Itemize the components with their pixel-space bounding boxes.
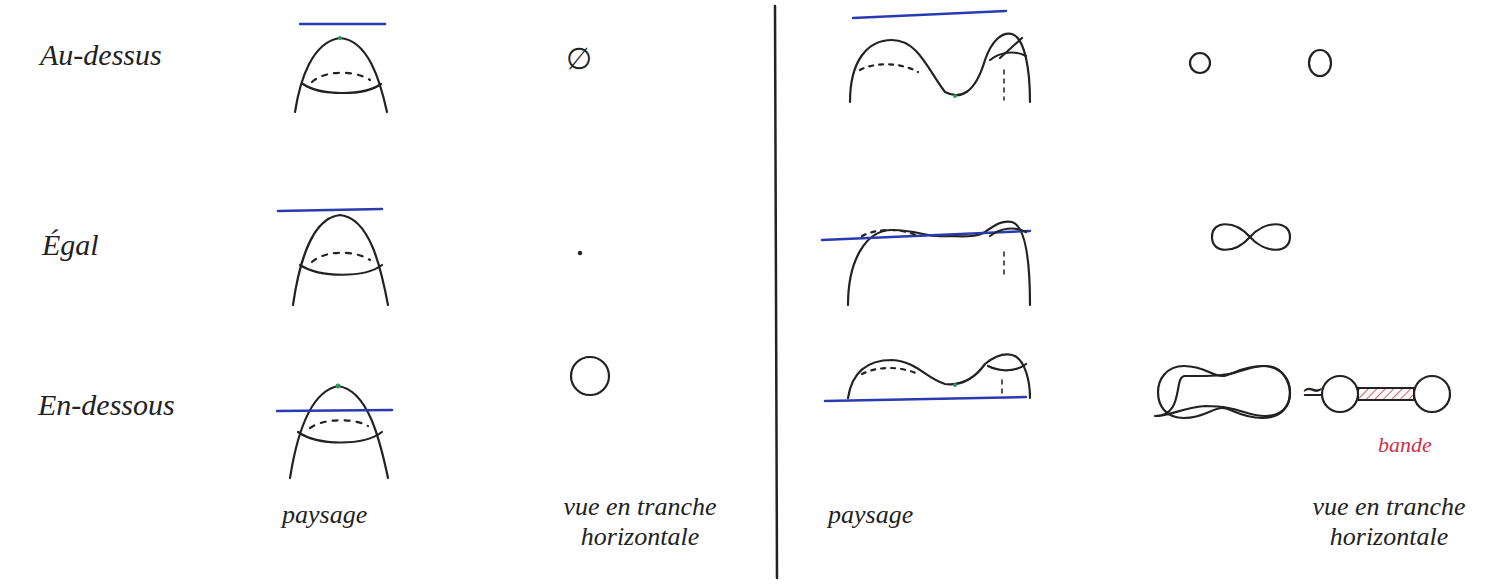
- single-mountain-equal: [278, 209, 388, 305]
- row-label: Égal: [42, 228, 99, 263]
- double-mountain-above: [850, 11, 1030, 102]
- column-label: vue en tranche horizontale: [1289, 492, 1489, 552]
- column-label: paysage: [282, 500, 367, 530]
- circle-slice: [1190, 53, 1210, 73]
- row-label: Au-dessus: [40, 38, 162, 73]
- band-label: bande: [1378, 432, 1432, 457]
- circle-slice: [1309, 50, 1331, 76]
- double-mountain-equal: [822, 222, 1030, 305]
- circles-with-band: [1322, 376, 1450, 412]
- double-mountain-below: [825, 354, 1030, 401]
- empty-set-symbol: ∅: [566, 42, 592, 77]
- figure-eight-slice: [1212, 224, 1290, 250]
- single-mountain-above: [295, 24, 387, 112]
- circle-slice: [571, 357, 609, 395]
- single-mountain-below: [277, 384, 392, 479]
- equivalence-symbol: ≃: [1301, 376, 1324, 408]
- dumbbell-slice: [1158, 366, 1290, 418]
- column-label: paysage: [828, 500, 913, 530]
- row-label: En-dessous: [38, 388, 175, 423]
- column-label: vue en tranche horizontale: [540, 492, 740, 552]
- divider: [775, 6, 777, 578]
- point-slice: [578, 251, 582, 255]
